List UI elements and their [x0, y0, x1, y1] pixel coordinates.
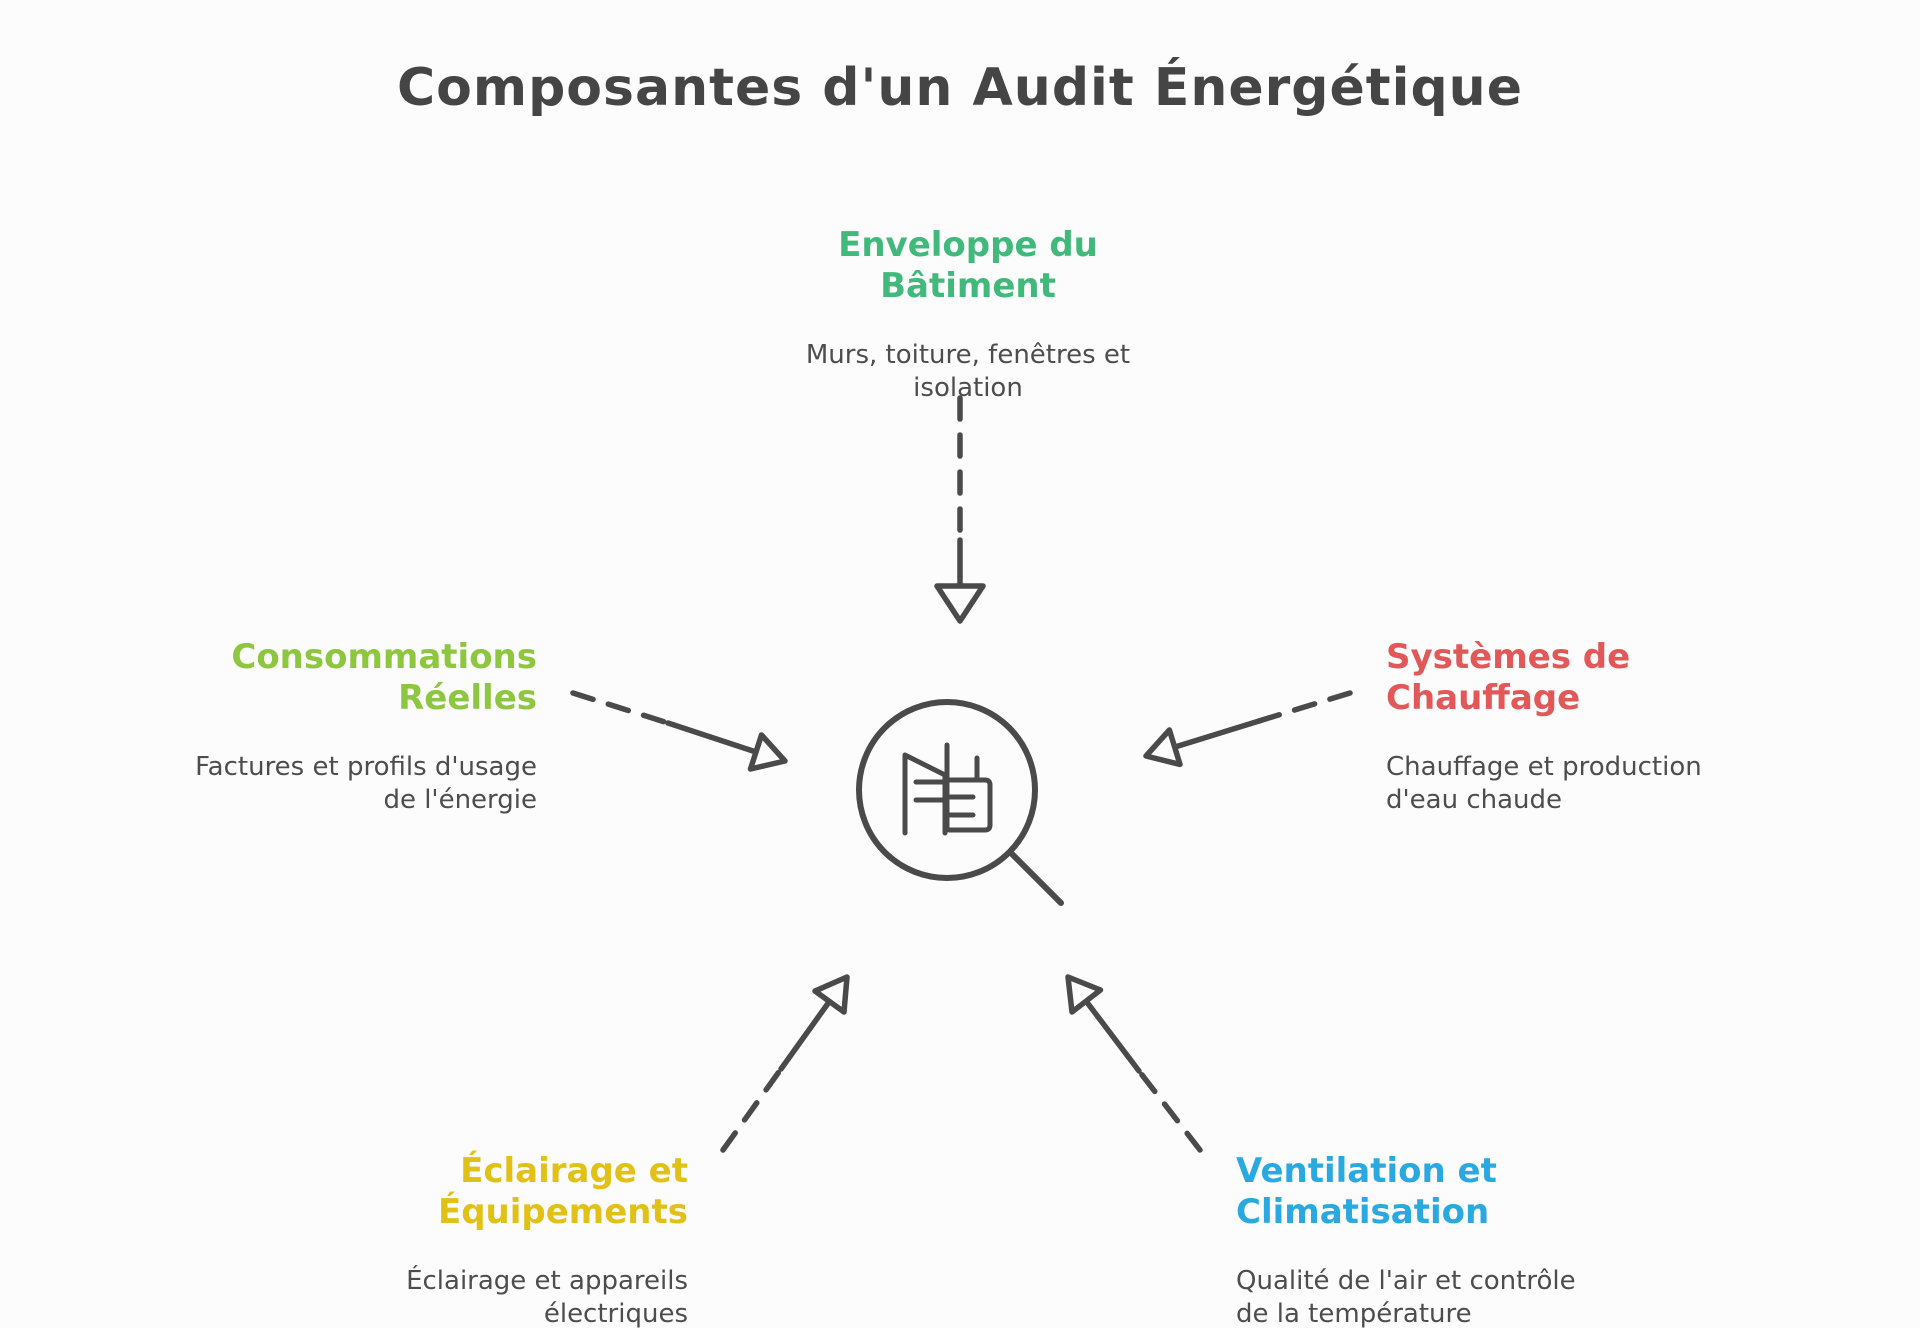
node-enveloppe-batiment: Enveloppe du Bâtiment Murs, toiture, fen…	[768, 206, 1168, 424]
dashed-arrow-left	[570, 690, 788, 772]
building-magnifier-icon	[856, 699, 1064, 906]
dashed-arrow-top	[934, 395, 986, 624]
dashed-arrow-bottom-left	[720, 974, 850, 1153]
dashed-arrow-bottom-right	[1065, 974, 1203, 1153]
node-title: Ventilation et Climatisation	[1236, 1151, 1497, 1233]
node-eclairage-equipements: Éclairage et Équipements Éclairage et ap…	[258, 1132, 688, 1328]
node-description: Murs, toiture, fenêtres et isolation	[805, 339, 1131, 404]
node-description: Qualité de l'air et contrôle de la tempé…	[1236, 1265, 1576, 1328]
building-glyph	[902, 742, 993, 836]
magnifier-lens	[856, 699, 1038, 881]
diagram-title: Composantes d'un Audit Énergétique	[397, 58, 1523, 118]
magnifier-handle	[1007, 849, 1064, 906]
node-ventilation-climatisation: Ventilation et Climatisation Qualité de …	[1236, 1132, 1686, 1328]
dashed-arrow-right	[1143, 690, 1353, 768]
node-consommations-reelles: Consommations Réelles Factures et profil…	[107, 618, 537, 836]
node-title: Enveloppe du Bâtiment	[838, 225, 1098, 307]
node-description: Éclairage et appareils électriques	[406, 1265, 688, 1328]
node-systemes-de-chauffage: Systèmes de Chauffage Chauffage et produ…	[1386, 618, 1836, 836]
node-title: Éclairage et Équipements	[437, 1151, 688, 1233]
node-title: Consommations Réelles	[231, 637, 537, 719]
node-title: Systèmes de Chauffage	[1386, 637, 1631, 719]
node-description: Chauffage et production d'eau chaude	[1386, 751, 1702, 816]
node-description: Factures et profils d'usage de l'énergie	[195, 751, 537, 816]
